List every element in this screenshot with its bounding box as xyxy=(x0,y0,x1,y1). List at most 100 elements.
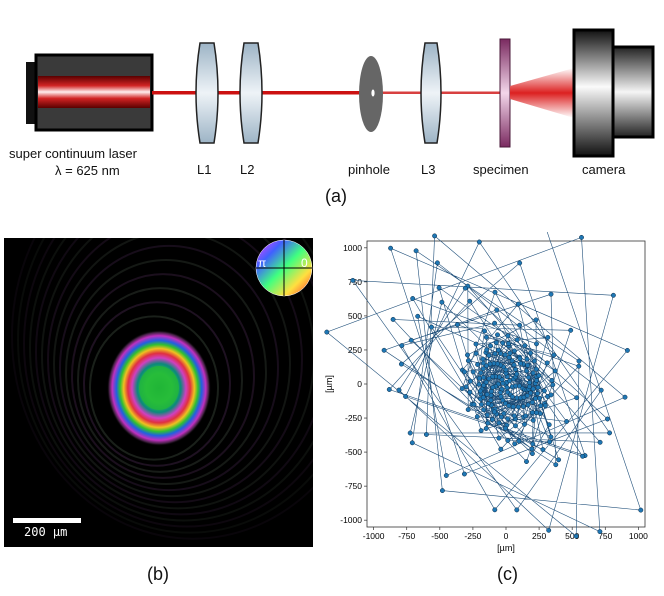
scan-point xyxy=(489,417,495,422)
scan-point xyxy=(439,488,445,494)
x-tick-label: 1000 xyxy=(629,531,648,541)
scan-point xyxy=(546,422,552,428)
scan-point xyxy=(413,248,419,254)
scan-point xyxy=(551,352,557,358)
scan-point xyxy=(474,414,480,420)
scan-point xyxy=(576,363,582,369)
scan-point xyxy=(549,377,555,383)
scan-point xyxy=(505,333,511,339)
scan-point xyxy=(503,425,508,431)
fringe-arc xyxy=(29,238,313,522)
scan-point xyxy=(478,401,484,407)
fringe-arc xyxy=(47,238,303,504)
hologram-canvas xyxy=(11,238,313,540)
scan-point xyxy=(548,291,554,297)
scan-point xyxy=(530,370,536,376)
scan-point xyxy=(470,369,476,375)
scan-point xyxy=(498,414,504,420)
scan-point xyxy=(381,347,387,353)
scan-point xyxy=(500,340,506,346)
scan-point xyxy=(548,392,554,398)
scan-point xyxy=(513,366,518,372)
scan-point xyxy=(525,402,531,408)
fringe-arc xyxy=(41,238,313,510)
pinhole-label: pinhole xyxy=(348,162,390,177)
scan-point xyxy=(511,413,517,419)
scan-point xyxy=(535,391,540,396)
scan-point xyxy=(542,403,548,409)
scan-point xyxy=(514,337,520,343)
scan-point xyxy=(408,337,414,343)
scan-point xyxy=(436,285,442,291)
scan-point xyxy=(439,299,445,305)
scan-point xyxy=(540,447,546,453)
scan-point xyxy=(515,404,521,410)
fringe-arc xyxy=(23,238,313,528)
scan-point xyxy=(517,322,523,328)
scan-point xyxy=(473,350,479,356)
scan-point xyxy=(516,383,522,389)
scan-point xyxy=(520,403,526,409)
scan-point xyxy=(467,378,473,384)
scan-point xyxy=(524,368,530,374)
y-axis-label: [µm] xyxy=(324,375,334,393)
fringe-arc xyxy=(59,244,279,492)
scan-point xyxy=(552,368,558,374)
scan-point xyxy=(476,239,482,245)
scan-point xyxy=(523,413,529,419)
scan-point xyxy=(462,369,468,375)
y-tick-label: 250 xyxy=(348,345,362,355)
specimen-label: specimen xyxy=(473,162,529,177)
y-tick-label: -1000 xyxy=(340,515,362,525)
x-tick-label: 750 xyxy=(598,531,612,541)
scan-point xyxy=(483,334,489,340)
scan-point xyxy=(495,347,501,353)
scan-point xyxy=(529,446,535,452)
scan-point xyxy=(475,362,481,367)
scan-point xyxy=(463,384,469,390)
scan-point xyxy=(492,409,497,415)
scan-point xyxy=(529,451,535,457)
scan-point xyxy=(511,362,517,368)
scan-point xyxy=(407,430,413,436)
scan-point xyxy=(482,328,487,334)
scan-point xyxy=(526,380,532,386)
scan-point xyxy=(492,320,498,326)
scan-point xyxy=(533,366,539,372)
scan-point xyxy=(494,307,500,313)
scan-point xyxy=(541,388,547,394)
fringe-arc xyxy=(83,301,231,467)
scan-point xyxy=(478,370,484,376)
fringe-arc xyxy=(77,287,243,473)
scan-point xyxy=(485,401,491,407)
scan-point xyxy=(485,420,491,426)
scan-point xyxy=(530,417,536,423)
scan-point xyxy=(443,473,449,478)
scan-point xyxy=(638,507,644,513)
scan-point xyxy=(530,441,536,447)
scan-point xyxy=(516,438,522,444)
lens-l2 xyxy=(239,42,263,144)
x-tick-label: -250 xyxy=(464,531,481,541)
scan-point xyxy=(537,395,543,401)
scan-point xyxy=(533,317,539,323)
scan-point xyxy=(324,329,330,335)
scan-point xyxy=(484,347,490,353)
scan-point xyxy=(525,362,531,368)
scan-point xyxy=(483,363,489,369)
scan-point xyxy=(605,416,610,422)
scan-point xyxy=(509,358,515,364)
scan-point xyxy=(403,394,409,399)
scan-point xyxy=(492,289,498,295)
y-tick-label: 750 xyxy=(348,277,362,287)
scan-point xyxy=(477,388,483,394)
scan-point xyxy=(462,285,468,291)
scan-point xyxy=(493,340,499,346)
scan-point xyxy=(610,292,616,298)
scan-point xyxy=(480,360,486,366)
scan-point xyxy=(531,358,537,364)
scan-point xyxy=(513,423,518,429)
scan-point xyxy=(498,446,504,452)
scan-point xyxy=(350,277,356,283)
